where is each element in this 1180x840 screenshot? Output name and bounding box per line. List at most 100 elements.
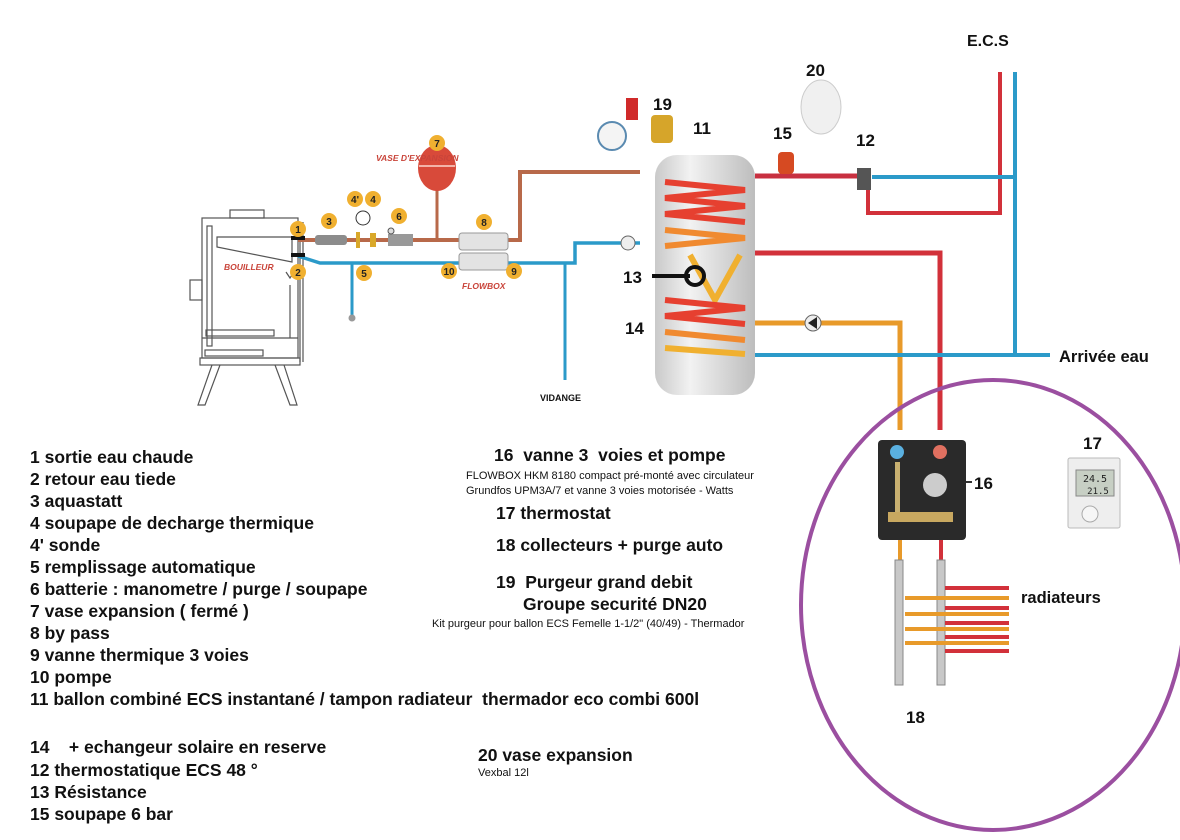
expansion-vessel-20 (800, 79, 842, 135)
thermostat-temp-top: 24.5 (1083, 474, 1107, 485)
bouilleur-label: BOUILLEUR (224, 262, 274, 272)
ecs-mix-return-pipe (866, 72, 1002, 215)
badge-4-prime: 4' (347, 191, 363, 207)
label-14: 14 (625, 319, 644, 338)
badge-4: 4 (365, 191, 381, 207)
legend-19-sub: Groupe securité DN20 (523, 594, 707, 614)
svg-text:8: 8 (481, 218, 487, 229)
legend-item: 4' sonde (30, 535, 101, 555)
boiler-bouilleur (189, 209, 304, 406)
arrivee-eau-label: Arrivée eau (1059, 348, 1149, 366)
hot-valve-icon (933, 445, 947, 459)
flowbox-bypass (458, 232, 509, 251)
label-15: 15 (773, 124, 792, 143)
radiateurs-label: radiateurs (1021, 589, 1101, 607)
badge-5: 5 (356, 265, 372, 281)
badge-6: 6 (391, 208, 407, 224)
label-11: 11 (693, 119, 711, 138)
legend-item: 7 vase expansion ( fermé ) (30, 601, 249, 621)
badge-9: 9 (506, 263, 522, 279)
ecs-label: E.C.S (967, 33, 1009, 50)
legend-left: 1 sortie eau chaude 2 retour eau tiede 3… (30, 447, 699, 824)
flow-manifold (936, 559, 946, 686)
label-13: 13 (623, 268, 642, 287)
svg-text:1: 1 (295, 225, 301, 236)
heating-flow-pipe (755, 250, 943, 430)
legend-item: 11 ballon combiné ECS instantané / tampo… (30, 689, 699, 709)
svg-text:6: 6 (396, 212, 402, 223)
legend-item: 6 batterie : manometre / purge / soupape (30, 579, 368, 599)
legend-item: 2 retour eau tiede (30, 469, 176, 489)
legend-item: 12 thermostatique ECS 48 ° (30, 760, 258, 780)
vase-expansion-label: VASE D'EXPANSION (376, 153, 459, 163)
outlet-2 (291, 253, 305, 257)
svg-text:2: 2 (295, 268, 301, 279)
safety-valve-icon (626, 98, 638, 120)
svg-text:10: 10 (443, 267, 455, 278)
badge-7: 7 (429, 135, 445, 151)
svg-text:3: 3 (326, 217, 332, 228)
svg-text:5: 5 (361, 269, 367, 280)
legend-16-title: 16 vanne 3 voies et pompe (494, 445, 726, 465)
legend-item: 13 Résistance (30, 782, 147, 802)
svg-text:9: 9 (511, 267, 517, 278)
svg-text:4': 4' (351, 195, 359, 206)
label-18: 18 (906, 708, 925, 727)
aquastat-component (315, 235, 347, 245)
legend-17: 17 thermostat (496, 503, 611, 523)
legend-item: 8 by pass (30, 623, 110, 643)
radiator-lines (905, 586, 1009, 653)
thermostat-temp-bottom: 21.5 (1087, 487, 1109, 497)
manometer-icon (387, 227, 395, 235)
label-19: 19 (653, 95, 672, 114)
battery-component (388, 234, 413, 246)
legend-item: 10 pompe (30, 667, 112, 687)
expansion-vessel-7 (418, 145, 456, 191)
boiler-flow-pipe (298, 170, 640, 242)
legend-20-title: 20 vase expansion (478, 745, 633, 765)
legend-19-title: 19 Purgeur grand debit (496, 572, 693, 592)
legend-item: 4 soupape de decharge thermique (30, 513, 314, 533)
legend-item: 15 soupape 6 bar (30, 804, 173, 824)
fill-pipe-end (348, 314, 356, 322)
label-17: 17 (1083, 434, 1102, 453)
tank-coils (664, 179, 746, 357)
badge-8: 8 (476, 214, 492, 230)
thermal-valve-component (370, 233, 376, 247)
heating-zone-circle (799, 378, 1180, 832)
legend-16-desc2: Grundfos UPM3A/7 et vanne 3 voies motori… (466, 485, 734, 497)
svg-text:7: 7 (434, 139, 440, 150)
legend-item: 3 aquastatt (30, 491, 123, 511)
flowbox-pump (458, 252, 509, 271)
legend-item: 14 + echangeur solaire en reserve (30, 737, 326, 757)
label-20: 20 (806, 61, 825, 80)
boiler-return-pipe (297, 241, 640, 265)
resistance-coil-icon (684, 265, 706, 287)
badge-10: 10 (441, 263, 457, 279)
svg-text:4: 4 (370, 195, 376, 206)
vidange-label: VIDANGE (540, 393, 581, 403)
cold-valve-icon (890, 445, 904, 459)
outlet-1 (291, 236, 305, 240)
thermostatic-mixer-12 (857, 168, 871, 190)
legend-item: 9 vanne thermique 3 voies (30, 645, 249, 665)
legend-20-desc: Vexbal 12l (478, 767, 529, 779)
legend-right: 16 vanne 3 voies et pompe FLOWBOX HKM 81… (432, 445, 754, 779)
badges: 1 2 3 4' 4 5 6 7 8 9 10 (290, 135, 522, 281)
badge-1: 1 (290, 221, 306, 237)
circulator-icon (923, 473, 947, 497)
label-12: 12 (856, 131, 875, 150)
thermostat-display (1075, 469, 1115, 497)
badge-3: 3 (321, 213, 337, 229)
safety-valve-15-icon (778, 152, 794, 174)
legend-18: 18 collecteurs + purge auto (496, 535, 723, 555)
label-16: 16 (974, 474, 993, 493)
flowbox-label: FLOWBOX (462, 281, 507, 291)
heating-return-pipe (755, 320, 903, 430)
legend-item: 5 remplissage automatique (30, 557, 256, 577)
legend-19-desc: Kit purgeur pour ballon ECS Femelle 1-1/… (432, 618, 745, 630)
sonde-component (356, 232, 360, 248)
thermostat-dial (1081, 505, 1099, 523)
badge-2: 2 (290, 264, 306, 280)
